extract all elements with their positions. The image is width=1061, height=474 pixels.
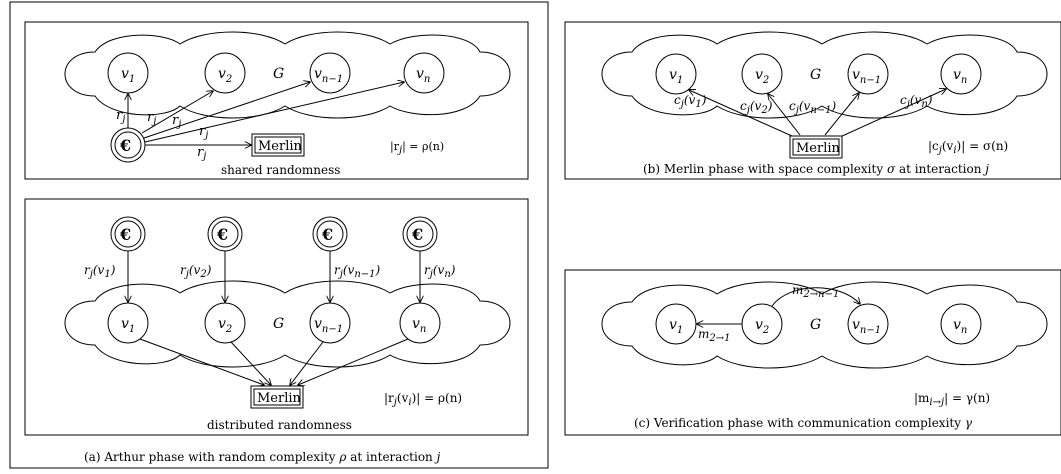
edge-label-m-2-1: m2→1 (698, 327, 731, 344)
merlin-edges-b (689, 89, 946, 138)
node-vn-a-bottom: vn (399, 302, 441, 344)
node-vn-1-a-bottom: vn−1 (309, 302, 351, 344)
label-distributed-randomness: distributed randomness (207, 418, 352, 432)
svg-text:€: € (216, 225, 228, 244)
svg-text:v1: v1 (669, 67, 683, 86)
node-v1-a-top: v1 (107, 52, 149, 94)
node-v2-a-bottom: v2 (204, 302, 246, 344)
edge-label-rj-1: rj (116, 108, 125, 125)
formula-b: |cj(vi)| = σ(n) (928, 139, 1008, 156)
svg-text:v2: v2 (755, 317, 769, 336)
edge-label-cj-v2: cj(v2) (740, 99, 773, 116)
svg-text:vn−1: vn−1 (314, 66, 343, 85)
merlin-box-b: Merlin (789, 135, 843, 159)
graph-cloud-a-bottom (64, 280, 511, 368)
svg-text:Merlin: Merlin (796, 141, 841, 156)
node-vn-1-a-top: vn−1 (309, 52, 351, 94)
svg-text:vn−1: vn−1 (314, 316, 343, 335)
shared-edges (128, 82, 404, 145)
shared-randomness-box (24, 21, 529, 180)
edge-label-cj-vn-1: cj(vn−1) (789, 99, 837, 116)
svg-text:v2: v2 (218, 316, 232, 335)
svg-text:vn: vn (416, 66, 430, 85)
edge-label-rj-3: rj (172, 113, 181, 130)
edge-label-rj-v2: rj(v2) (180, 263, 212, 280)
edge-label-rj-5: rj (197, 145, 206, 162)
svg-text:v2: v2 (755, 67, 769, 86)
svg-text:v1: v1 (669, 317, 683, 336)
edge-label-rj-v1: rj(v1) (84, 263, 116, 280)
formula-shared: |rj| = ρ(n) (390, 140, 444, 156)
label-shared-randomness: shared randomness (221, 163, 340, 177)
graph-label-c: G (810, 317, 821, 333)
graph-label-b: G (810, 67, 821, 83)
svg-text:€: € (119, 225, 131, 244)
message-edges-c (697, 287, 860, 324)
node-vn-c: vn (940, 303, 982, 345)
node-vn-b: vn (940, 53, 982, 95)
edge-label-m-2-n-1: m2→n−1 (792, 283, 839, 300)
coin-icon-shared: € (110, 127, 146, 163)
node-vn-a-top: vn (403, 52, 445, 94)
merlin-box-shared: Merlin (251, 133, 305, 157)
svg-text:v1: v1 (121, 316, 135, 335)
svg-text:vn−1: vn−1 (852, 67, 881, 86)
formula-distributed: |rj(vi)| = ρ(n) (384, 391, 462, 408)
edge-label-cj-v1: cj(v1) (674, 93, 707, 110)
edge-label-rj-4: rj (199, 124, 208, 141)
node-v1-a-bottom: v1 (107, 302, 149, 344)
formula-c: |mi→j| = γ(n) (914, 391, 990, 408)
distributed-edges (128, 251, 420, 385)
coin-icon-4: € (402, 216, 438, 252)
svg-text:€: € (411, 225, 423, 244)
graph-label-a-top: G (273, 66, 284, 82)
panel-a-frame (9, 1, 549, 469)
node-v2-a-top: v2 (204, 52, 246, 94)
svg-text:€: € (321, 225, 333, 244)
graph-label-a-bottom: G (273, 316, 284, 332)
caption-a: (a) Arthur phase with random complexity … (84, 450, 441, 464)
node-vn-1-c: vn−1 (847, 303, 889, 345)
svg-text:vn: vn (412, 316, 426, 335)
coin-icon-2: € (207, 216, 243, 252)
edge-label-rj-2: rj (147, 110, 156, 127)
svg-text:vn: vn (953, 67, 967, 86)
node-v2-b: v2 (741, 53, 783, 95)
svg-text:vn−1: vn−1 (852, 317, 881, 336)
distributed-randomness-box (24, 198, 529, 436)
caption-b: (b) Merlin phase with space complexity σ… (643, 162, 989, 176)
svg-text:vn: vn (953, 317, 967, 336)
svg-text:v1: v1 (121, 66, 135, 85)
svg-text:€: € (119, 136, 131, 155)
merlin-box-distributed: Merlin (250, 385, 304, 409)
node-v1-c: v1 (655, 303, 697, 345)
node-v1-b: v1 (655, 53, 697, 95)
edge-label-rj-vn: rj(vn) (424, 263, 456, 280)
svg-text:Merlin: Merlin (258, 139, 303, 154)
panel-b-frame (564, 21, 1061, 180)
edge-label-cj-vn: cj(vn) (900, 93, 933, 110)
coin-icon-3: € (312, 216, 348, 252)
node-v2-c: v2 (741, 303, 783, 345)
panel-c-frame (564, 269, 1061, 436)
node-vn-1-b: vn−1 (847, 53, 889, 95)
svg-text:v2: v2 (218, 66, 232, 85)
coin-icon-1: € (110, 216, 146, 252)
edge-label-rj-vn-1: rj(vn−1) (334, 263, 381, 280)
graph-cloud-c (601, 281, 1048, 369)
svg-text:Merlin: Merlin (257, 391, 302, 406)
graph-cloud-b (601, 31, 1048, 119)
caption-c: (c) Verification phase with communicatio… (634, 416, 973, 430)
